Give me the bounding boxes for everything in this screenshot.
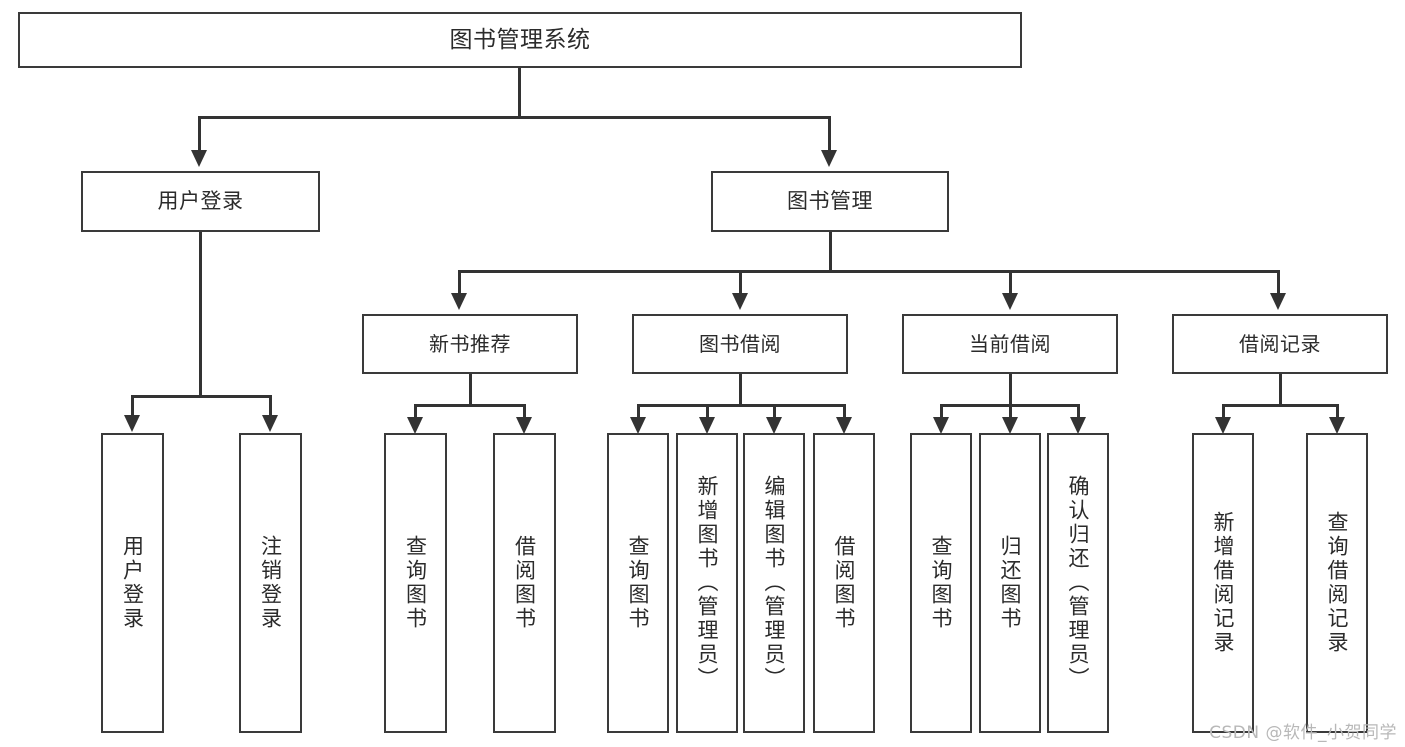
connector-drop-leaf-return-book (1009, 404, 1012, 420)
arrowhead-leaf-borrow-book-1 (516, 417, 532, 434)
arrowhead-leaf-query-book-1 (407, 417, 423, 434)
node-label: 查询图书 (403, 535, 428, 631)
connector-drop-book-manage (828, 116, 831, 152)
connector-drop-leaf-query-book-3 (940, 404, 943, 420)
node-label: 新书推荐 (429, 331, 511, 356)
node-leaf-add-record[interactable]: 新增借阅记录 (1192, 433, 1254, 733)
connector-drop-leaf-borrow-book-1 (523, 404, 526, 420)
connector-borrow-record-bus (1222, 404, 1339, 407)
arrowhead-leaf-edit-book (766, 417, 782, 434)
arrowhead-leaf-query-book-3 (933, 417, 949, 434)
connector-drop-leaf-query-book-2 (637, 404, 640, 420)
node-label: 当前借阅 (969, 331, 1051, 356)
connector-current-borrow-stem (1009, 374, 1012, 406)
node-label: 借阅记录 (1239, 331, 1321, 356)
node-label: 借阅图书 (512, 535, 537, 631)
connector-new-book-recommend-bus (414, 404, 526, 407)
arrowhead-leaf-query-record (1329, 417, 1345, 434)
arrowhead-leaf-user-login (124, 415, 140, 432)
node-label: 注销登录 (258, 535, 283, 631)
node-label: 查询借阅记录 (1325, 511, 1350, 655)
connector-new-book-recommend-stem (469, 374, 472, 406)
connector-book-borrow-stem (739, 374, 742, 406)
node-leaf-user-login[interactable]: 用户登录 (101, 433, 164, 733)
node-leaf-query-book-3[interactable]: 查询图书 (910, 433, 972, 733)
arrowhead-current-borrow (1002, 293, 1018, 310)
node-label: 新增图书（管理员） (695, 475, 720, 691)
arrowhead-leaf-borrow-book-2 (836, 417, 852, 434)
node-leaf-query-record[interactable]: 查询借阅记录 (1306, 433, 1368, 733)
connector-drop-leaf-query-record (1336, 404, 1339, 420)
node-leaf-user-logout[interactable]: 注销登录 (239, 433, 302, 733)
connector-level2-bus (198, 116, 831, 119)
arrowhead-book-borrow (732, 293, 748, 310)
arrowhead-leaf-add-record (1215, 417, 1231, 434)
node-user-login[interactable]: 用户登录 (81, 171, 320, 232)
node-label: 确认归还（管理员） (1066, 475, 1091, 691)
node-leaf-return-book[interactable]: 归还图书 (979, 433, 1041, 733)
node-leaf-confirm-return[interactable]: 确认归还（管理员） (1047, 433, 1109, 733)
arrowhead-leaf-user-logout (262, 415, 278, 432)
node-label: 编辑图书（管理员） (762, 475, 787, 691)
node-root-book-management-system[interactable]: 图书管理系统 (18, 12, 1022, 68)
arrowhead-book-manage (821, 150, 837, 167)
connector-book-borrow-bus (637, 404, 846, 407)
node-label: 图书借阅 (699, 331, 781, 356)
arrowhead-borrow-record (1270, 293, 1286, 310)
node-leaf-add-book[interactable]: 新增图书（管理员） (676, 433, 738, 733)
connector-user-login-stem (199, 232, 202, 397)
connector-borrow-record-stem (1279, 374, 1282, 406)
node-leaf-borrow-book-1[interactable]: 借阅图书 (493, 433, 556, 733)
connector-drop-current-borrow (1009, 270, 1012, 295)
connector-drop-leaf-confirm-return (1077, 404, 1080, 420)
node-book-borrow[interactable]: 图书借阅 (632, 314, 848, 374)
connector-drop-user-login (198, 116, 201, 152)
node-label: 图书管理系统 (449, 26, 591, 53)
node-label: 归还图书 (998, 535, 1023, 631)
arrowhead-leaf-return-book (1002, 417, 1018, 434)
csdn-watermark: CSDN @软件_小贺同学 (1209, 723, 1397, 743)
connector-user-login-bus (131, 395, 271, 398)
node-leaf-borrow-book-2[interactable]: 借阅图书 (813, 433, 875, 733)
node-label: 新增借阅记录 (1211, 511, 1236, 655)
node-label: 用户登录 (120, 535, 145, 631)
node-label: 图书管理 (787, 189, 873, 214)
connector-drop-leaf-edit-book (773, 404, 776, 420)
arrowhead-leaf-query-book-2 (630, 417, 646, 434)
connector-book-manage-stem (829, 232, 832, 272)
node-current-borrow[interactable]: 当前借阅 (902, 314, 1118, 374)
connector-drop-leaf-borrow-book-2 (843, 404, 846, 420)
node-borrow-record[interactable]: 借阅记录 (1172, 314, 1388, 374)
node-label: 查询图书 (929, 535, 954, 631)
connector-drop-leaf-add-book (706, 404, 709, 420)
arrowhead-leaf-add-book (699, 417, 715, 434)
arrowhead-new-book-recommend (451, 293, 467, 310)
connector-root-stem (518, 68, 521, 118)
node-label: 用户登录 (157, 189, 244, 214)
node-label: 借阅图书 (832, 535, 857, 631)
connector-drop-leaf-query-book-1 (414, 404, 417, 420)
node-leaf-query-book-2[interactable]: 查询图书 (607, 433, 669, 733)
node-new-book-recommend[interactable]: 新书推荐 (362, 314, 578, 374)
node-book-manage[interactable]: 图书管理 (711, 171, 949, 232)
node-label: 查询图书 (626, 535, 651, 631)
node-leaf-edit-book[interactable]: 编辑图书（管理员） (743, 433, 805, 733)
connector-drop-leaf-add-record (1222, 404, 1225, 420)
connector-drop-book-borrow (739, 270, 742, 295)
arrowhead-leaf-confirm-return (1070, 417, 1086, 434)
connector-drop-borrow-record (1277, 270, 1280, 295)
connector-drop-leaf-user-login (131, 395, 134, 417)
connector-drop-new-book-recommend (458, 270, 461, 295)
node-leaf-query-book-1[interactable]: 查询图书 (384, 433, 447, 733)
arrowhead-user-login (191, 150, 207, 167)
connector-level3-bus (458, 270, 1280, 273)
connector-drop-leaf-user-logout (269, 395, 272, 417)
